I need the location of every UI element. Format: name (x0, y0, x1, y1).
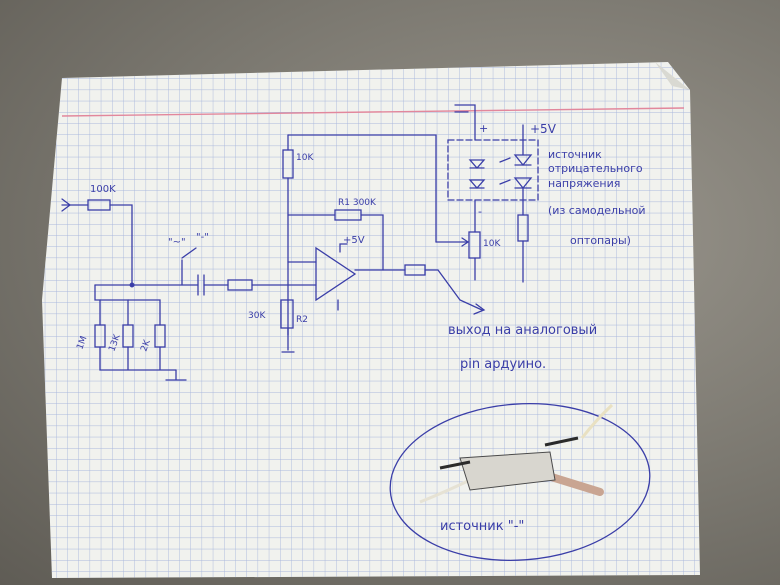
label-switch-tilde: "~" (168, 237, 186, 248)
note-line-1: источник (548, 148, 602, 161)
label-2k: 2K (139, 338, 153, 353)
wire-2k-top (127, 299, 161, 326)
resistor-r2-30k (280, 299, 294, 329)
ground-r2 (281, 327, 295, 353)
photo-circle (389, 403, 651, 561)
pot-arrow-icon (461, 237, 470, 247)
diode-1 (468, 159, 486, 169)
wire-yellow-icon (580, 403, 614, 439)
paper-sheet (42, 62, 700, 578)
opamp-triangle (315, 246, 357, 302)
label-r1-300k: R1 300K (338, 198, 377, 208)
optocoupler-photo: источник "-" (389, 403, 651, 561)
diode-2 (468, 179, 486, 189)
opamp-inputs (287, 261, 317, 286)
wire-1m-top (94, 284, 101, 326)
note-line-4: (из самодельной (548, 204, 646, 217)
margin-line (61, 107, 685, 117)
opamp-supply-wire (339, 243, 348, 253)
note-line-5: оптопары) (570, 234, 631, 247)
ground-symbol (165, 369, 187, 381)
wire-white-icon (419, 478, 471, 504)
output-note-line-1: выход на аналоговый (448, 323, 597, 338)
wire-100k-down (109, 204, 133, 286)
source-top-wire (454, 104, 476, 141)
note-line-2: отрицательного (548, 162, 643, 175)
label-minus: - (478, 205, 482, 218)
photo-caption: источник "-" (440, 519, 524, 534)
output-arrow-icon (473, 303, 486, 315)
output-note-line-2: pin ардуино. (460, 357, 546, 372)
label-5v-opamp: +5V (343, 235, 365, 246)
label-pot-10k: 10K (483, 239, 501, 249)
output-wire (424, 269, 483, 311)
leads-icon (439, 436, 579, 470)
label-r2: R2 (296, 315, 308, 325)
label-plus: + (479, 122, 488, 135)
source-box (447, 139, 539, 201)
switch-lever (181, 247, 197, 259)
tape-body-icon (459, 451, 556, 491)
label-10k-top: 10K (296, 153, 314, 163)
label-1m: 1M (75, 335, 89, 351)
label-switch-minus: "-" (196, 232, 209, 243)
top-rail-wire (287, 134, 437, 243)
label-100k: 100K (90, 184, 116, 195)
folded-corner (655, 62, 690, 90)
feedback-wire-right (360, 214, 384, 271)
ladder-bottom-wire (99, 346, 177, 371)
label-5v-source: +5V (530, 122, 557, 136)
input-arrow-icon (61, 198, 72, 212)
label-30k: 30K (248, 311, 266, 321)
circuit-diagram (61, 104, 539, 381)
switch-wire (181, 259, 199, 286)
note-line-3: напряжения (548, 177, 620, 190)
light-rays (499, 157, 511, 185)
